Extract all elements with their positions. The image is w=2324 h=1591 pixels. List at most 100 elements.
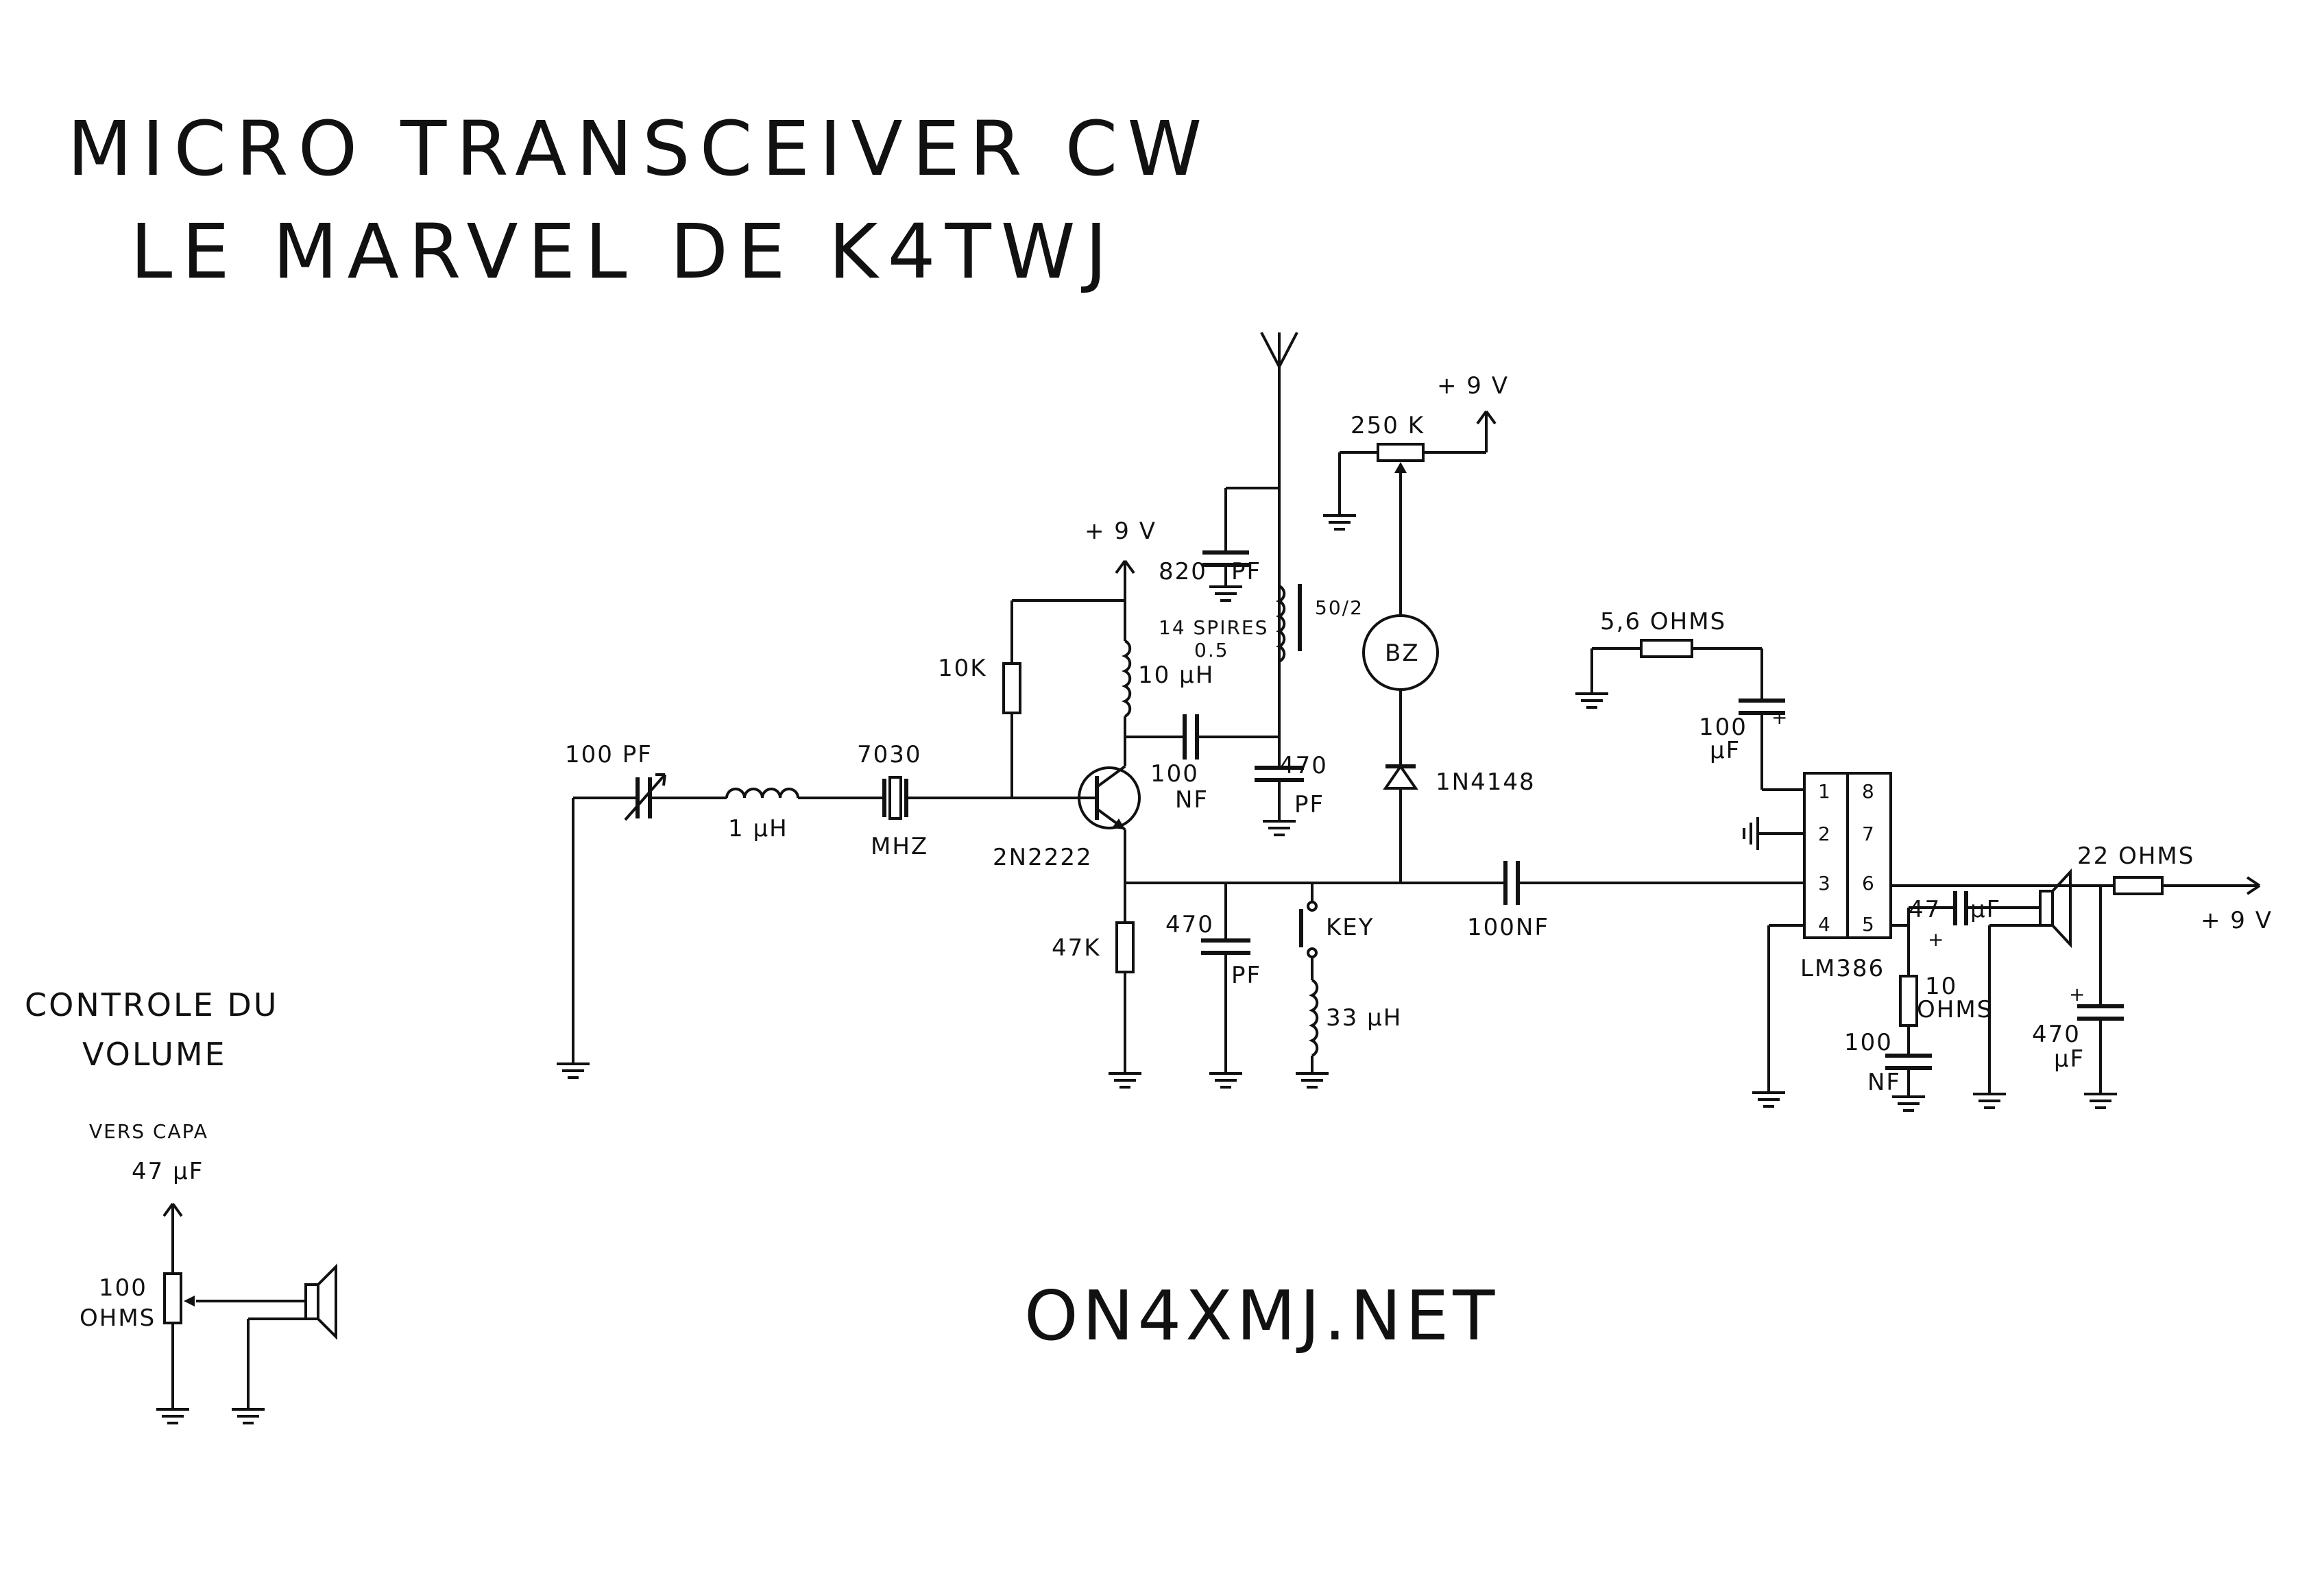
supply-arrow-icon xyxy=(2162,876,2261,895)
capacitor-100nf-feedback xyxy=(1183,714,1199,760)
cap-470uf-polarity: + xyxy=(2069,983,2086,1006)
title-line-1: MICRO TRANSCEIVER CW xyxy=(67,105,1211,193)
ic-pin-7: 7 xyxy=(1862,823,1874,845)
rf-choke-label: 10 µH xyxy=(1138,661,1214,689)
crystal-icon xyxy=(882,776,908,820)
ground-icon xyxy=(1892,1095,1925,1112)
ground-icon xyxy=(1263,820,1296,836)
cap-820-unit: PF xyxy=(1231,558,1261,585)
volume-heading-line-1: CONTROLE DU xyxy=(25,986,278,1023)
ic-label: LM386 xyxy=(1800,955,1885,982)
resistor-10-ohm-unit: OHMS xyxy=(1917,996,1993,1023)
capacitor-470pf-low xyxy=(1201,883,1250,1073)
cap-470uf-label: 470 xyxy=(2032,1021,2081,1048)
ground-icon xyxy=(1296,1072,1329,1089)
ground-icon xyxy=(2084,1093,2117,1109)
volume-to-cap-line-1: VERS CAPA xyxy=(89,1120,208,1143)
crystal-unit-label: MHZ xyxy=(871,833,928,860)
ground-icon xyxy=(1109,1072,1141,1089)
lm386-ic xyxy=(1803,772,1892,939)
capacitor-470pf-top xyxy=(1255,738,1304,821)
cap-100uf-unit: µF xyxy=(1710,737,1741,764)
capacitor-470uf xyxy=(2077,1004,2124,1094)
supply-out-label: + 9 V xyxy=(2201,907,2273,934)
ground-icon xyxy=(156,1408,189,1424)
volume-pot-label: 100 xyxy=(99,1274,147,1302)
resistor-10k xyxy=(1002,662,1021,797)
core-type-label: 50/2 xyxy=(1315,596,1364,619)
resistor-5-6-ohm xyxy=(1640,639,1693,658)
diode-1n4148-icon xyxy=(1383,764,1418,883)
rf-choke-icon xyxy=(1122,640,1132,761)
coil-turns-label: 14 SPIRES xyxy=(1159,616,1268,639)
coil-wire-label: 0.5 xyxy=(1194,639,1229,661)
ground-icon xyxy=(1973,1093,2006,1109)
cap-470-low-label: 470 xyxy=(1165,911,1214,938)
volume-pot-unit: OHMS xyxy=(80,1304,156,1332)
supply-arrow-icon xyxy=(1115,559,1135,600)
volume-potentiometer[interactable] xyxy=(163,1272,306,1409)
website-label: ON4XMJ.NET xyxy=(1024,1276,1499,1356)
ic-pin-8: 8 xyxy=(1862,780,1874,803)
buzzer-label: BZ xyxy=(1385,640,1420,667)
ground-icon xyxy=(1743,817,1759,850)
supply-pot-label: + 9 V xyxy=(1437,372,1509,400)
resistor-10-ohm xyxy=(1899,975,1918,1056)
choke-33uh-label: 33 µH xyxy=(1326,1004,1402,1032)
ic-pin-5: 5 xyxy=(1862,913,1874,936)
cap-470-top-unit: PF xyxy=(1294,791,1324,818)
resistor-5-6-label: 5,6 OHMS xyxy=(1600,608,1726,635)
resistor-47k xyxy=(1115,883,1135,1073)
ic-pin-6: 6 xyxy=(1862,872,1874,895)
transistor-2n2222-icon xyxy=(1078,761,1141,883)
cap-470-top-label: 470 xyxy=(1279,752,1328,779)
ic-pin-3: 3 xyxy=(1818,872,1830,895)
pot-250k-label: 250 K xyxy=(1351,412,1425,439)
var-cap-label: 100 PF xyxy=(565,741,653,768)
ground-icon xyxy=(1209,585,1242,602)
inductor-1uh-icon xyxy=(725,788,799,799)
cap-820-label: 820 xyxy=(1159,558,1207,585)
speaker-icon xyxy=(2039,868,2072,949)
key-switch-icon[interactable] xyxy=(1299,901,1318,958)
diode-label: 1N4148 xyxy=(1436,768,1536,796)
cap-100nf-feedback-unit: NF xyxy=(1175,786,1209,814)
capacitor-47uf xyxy=(1953,891,1968,925)
ic-pin-4: 4 xyxy=(1818,913,1830,936)
title-line-2: LE MARVEL DE K4TWJ xyxy=(130,208,1117,295)
cap-47uf-polarity: + xyxy=(1928,928,1945,951)
ground-icon xyxy=(1323,514,1356,531)
inductor-1uh-label: 1 µH xyxy=(728,815,788,842)
ground-icon xyxy=(1575,692,1608,709)
resistor-22-ohm xyxy=(2113,876,2164,895)
volume-heading-line-2: VOLUME xyxy=(82,1036,227,1073)
key-label: KEY xyxy=(1326,914,1375,941)
ground-icon xyxy=(557,1062,590,1079)
ground-icon xyxy=(232,1408,265,1424)
choke-33uh-icon xyxy=(1309,979,1319,1073)
cap-47uf-unit: µF xyxy=(1970,896,2001,923)
cap-100nf-coupling-label: 100NF xyxy=(1467,914,1549,941)
capacitor-820pf xyxy=(1202,550,1249,587)
supply-tx-label: + 9 V xyxy=(1085,518,1157,545)
ground-icon xyxy=(1752,1091,1785,1108)
speaker-icon xyxy=(304,1263,337,1340)
cap-100nf-zobel-label: 100 xyxy=(1844,1029,1893,1056)
antenna-icon xyxy=(1260,332,1298,738)
crystal-frequency-label: 7030 xyxy=(857,741,922,768)
cap-47uf-label: 47 xyxy=(1909,896,1941,923)
ground-icon xyxy=(1209,1072,1242,1089)
tank-coil-icon xyxy=(1276,585,1286,663)
cap-470uf-unit: µF xyxy=(2054,1045,2085,1073)
resistor-10k-label: 10K xyxy=(938,655,987,682)
capacitor-100uf xyxy=(1739,648,1785,715)
cap-100nf-zobel-unit: NF xyxy=(1867,1069,1901,1096)
potentiometer-250k[interactable] xyxy=(1377,443,1425,492)
capacitor-100nf-zobel xyxy=(1885,1054,1932,1097)
resistor-10-ohm-label: 10 xyxy=(1925,973,1957,1000)
ic-pin-1: 1 xyxy=(1818,780,1830,803)
supply-arrow-icon xyxy=(162,1202,183,1274)
resistor-22-label: 22 OHMS xyxy=(2077,842,2194,870)
ic-pin-2: 2 xyxy=(1818,823,1830,845)
